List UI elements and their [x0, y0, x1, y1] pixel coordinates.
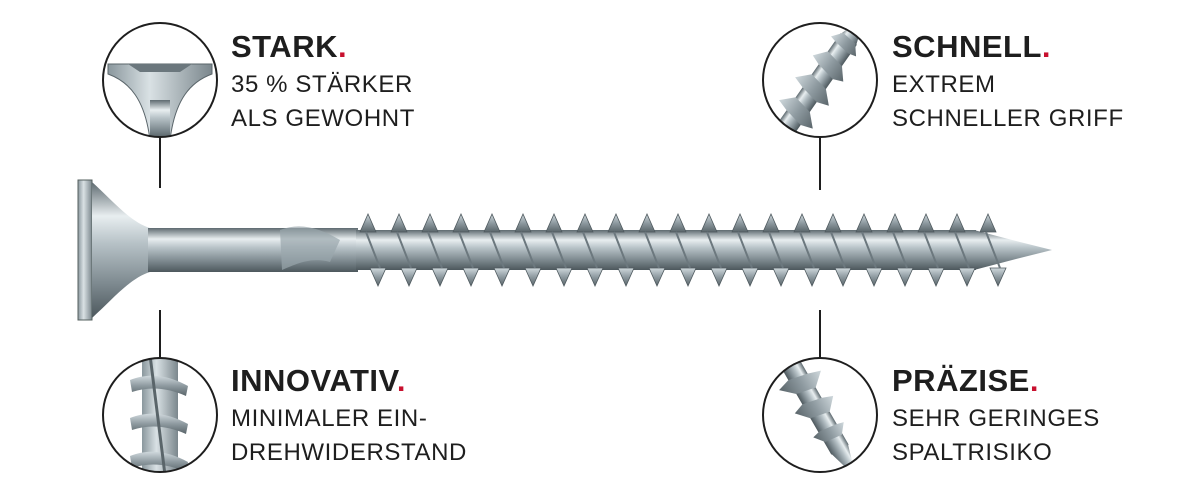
screw-point-detail-icon [763, 358, 877, 472]
feature-title: STARK. [231, 29, 348, 64]
thread-tooth [400, 267, 418, 287]
thread-tooth [896, 267, 914, 287]
thread-tooth [359, 213, 377, 233]
screw-head-detail-icon [103, 23, 217, 137]
thread-tooth [865, 267, 883, 287]
thread-helix [830, 231, 846, 269]
screw-shank-detail-icon [103, 358, 217, 472]
thread-tooth [369, 267, 387, 287]
thread-tooth [638, 213, 656, 233]
feature-title: INNOVATIV. [231, 363, 406, 398]
thread-helix [892, 231, 908, 269]
thread-helix [489, 231, 505, 269]
thread-helix [396, 231, 412, 269]
screw-tip-detail-icon [763, 23, 877, 137]
feature-stark: STARK. 35 % STÄRKER ALS GEWOHNT [231, 30, 415, 136]
thread-tooth [979, 213, 997, 233]
thread-tooth [824, 213, 842, 233]
thread-helix [644, 231, 660, 269]
thread-tooth [576, 213, 594, 233]
thread-tooth [989, 267, 1007, 287]
thread-helix [458, 231, 474, 269]
thread-helix [582, 231, 598, 269]
thread-tooth [555, 267, 573, 287]
thread-tooth [493, 267, 511, 287]
feature-line: DREHWIDERSTAND [231, 439, 467, 466]
thread-helix [365, 231, 381, 269]
thread-tooth [483, 213, 501, 233]
thread-tooth [834, 267, 852, 287]
thread-tooth [886, 213, 904, 233]
thread-helix [613, 231, 629, 269]
feature-praezise: PRÄZISE. SEHR GERINGES SPALTRISIKO [892, 364, 1100, 470]
feature-line: SPALTRISIKO [892, 439, 1053, 466]
thread-tooth [669, 213, 687, 233]
thread-tooth [586, 267, 604, 287]
thread-tooth [607, 213, 625, 233]
thread-tooth [462, 267, 480, 287]
thread-helix [923, 231, 939, 269]
feature-line: EXTREM [892, 71, 996, 98]
feature-line: ALS GEWOHNT [231, 105, 415, 132]
thread-tooth [917, 213, 935, 233]
feature-title: PRÄZISE. [892, 363, 1039, 398]
thread-tooth [617, 267, 635, 287]
thread-helix [706, 231, 722, 269]
thread-tooth [958, 267, 976, 287]
screw-image [77, 179, 1052, 321]
thread-helix [427, 231, 443, 269]
thread-helix [520, 231, 536, 269]
thread-tooth [431, 267, 449, 287]
thread-helix [985, 231, 1001, 269]
thread-helix [799, 231, 815, 269]
thread-tooth [731, 213, 749, 233]
thread-helix [861, 231, 877, 269]
thread-helix [551, 231, 567, 269]
thread-tooth [514, 213, 532, 233]
feature-schnell: SCHNELL. EXTREM SCHNELLER GRIFF [892, 30, 1124, 136]
feature-title: SCHNELL. [892, 29, 1052, 64]
thread-tooth [741, 267, 759, 287]
feature-line: 35 % STÄRKER [231, 71, 413, 98]
thread-tooth [700, 213, 718, 233]
thread-tooth [948, 213, 966, 233]
feature-line: SEHR GERINGES [892, 405, 1100, 432]
thread-helix [954, 231, 970, 269]
thread-tooth [524, 267, 542, 287]
thread-tooth [803, 267, 821, 287]
thread-tooth [762, 213, 780, 233]
thread-helix [768, 231, 784, 269]
thread-tooth [772, 267, 790, 287]
thread-tooth [679, 267, 697, 287]
thread-helix [737, 231, 753, 269]
thread-tooth [421, 213, 439, 233]
feature-line: MINIMALER EIN- [231, 405, 428, 432]
thread-tooth [545, 213, 563, 233]
feature-innovativ: INNOVATIV. MINIMALER EIN- DREHWIDERSTAND [231, 364, 467, 470]
thread-tooth [648, 267, 666, 287]
connector-lines [159, 137, 821, 358]
thread-tooth [452, 213, 470, 233]
thread-tooth [710, 267, 728, 287]
thread-helix [675, 231, 691, 269]
thread-tooth [855, 213, 873, 233]
thread-tooth [927, 267, 945, 287]
feature-line: SCHNELLER GRIFF [892, 105, 1124, 132]
thread-tooth [390, 213, 408, 233]
thread-tooth [793, 213, 811, 233]
